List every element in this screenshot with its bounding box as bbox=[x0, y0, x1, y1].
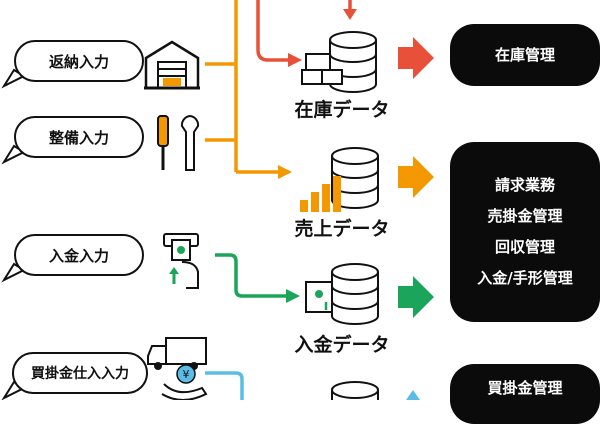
blue-connector bbox=[205, 371, 244, 400]
billing-item-seikyu: 請求業務 bbox=[494, 176, 555, 194]
uriage-output-arrow bbox=[398, 156, 434, 198]
svg-text:¥: ¥ bbox=[183, 368, 190, 381]
zaiko-kanri-label: 在庫管理 bbox=[494, 45, 555, 64]
red-to-zaiko-line bbox=[256, 0, 288, 62]
nyukin-input-pill[interactable]: 入金入力 bbox=[14, 234, 144, 276]
boxes-icon bbox=[301, 53, 343, 85]
red-arrowhead-zaiko bbox=[288, 53, 302, 67]
billing-item-kaishu: 回収管理 bbox=[494, 238, 555, 256]
nyukin-database-icon bbox=[331, 263, 379, 325]
red-connectors bbox=[256, 0, 352, 62]
red-arrowhead-top bbox=[343, 9, 357, 20]
uriage-data-label: 売上データ bbox=[294, 218, 390, 240]
kaikake-kanri-label: 買掛金管理 bbox=[487, 379, 563, 397]
orange-connectors bbox=[205, 0, 278, 174]
kaikake-database-icon bbox=[331, 381, 379, 400]
green-arrowhead bbox=[286, 289, 300, 303]
screwdriver-wrench-icon bbox=[157, 115, 200, 171]
orange-arrowhead-uriage bbox=[278, 165, 292, 179]
bar-chart-icon bbox=[300, 176, 341, 212]
billing-item-nyukin-tegata: 入金/手形管理 bbox=[477, 269, 573, 287]
nyukin-data-label: 入金データ bbox=[294, 334, 390, 356]
warehouse-icon bbox=[144, 40, 200, 90]
green-connector bbox=[215, 253, 286, 298]
blue-output-arrow bbox=[406, 390, 420, 400]
yen-coin-hand-icon: ¥ bbox=[161, 364, 208, 400]
seibi-input-pill[interactable]: 整備入力 bbox=[14, 116, 144, 158]
atm-small-icon bbox=[305, 281, 333, 313]
diagram-graphics: ¥ bbox=[1, 0, 434, 400]
billing-box[interactable]: 請求業務 売掛金管理 回収管理 入金/手形管理 bbox=[450, 142, 600, 322]
zaiko-data-label: 在庫データ bbox=[294, 99, 390, 121]
truck-icon bbox=[147, 337, 207, 370]
kaikake-input-pill[interactable]: 買掛金仕入入力 bbox=[12, 352, 148, 394]
nyukin-output-arrow bbox=[398, 276, 434, 318]
billing-item-urikake: 売掛金管理 bbox=[487, 207, 563, 225]
kaikake-kanri-box[interactable]: 買掛金管理 bbox=[450, 364, 600, 424]
zaiko-kanri-box[interactable]: 在庫管理 bbox=[450, 24, 600, 86]
henno-input-pill[interactable]: 返納入力 bbox=[14, 40, 144, 82]
atm-payment-icon bbox=[163, 233, 199, 289]
zaiko-output-arrow bbox=[398, 37, 434, 79]
